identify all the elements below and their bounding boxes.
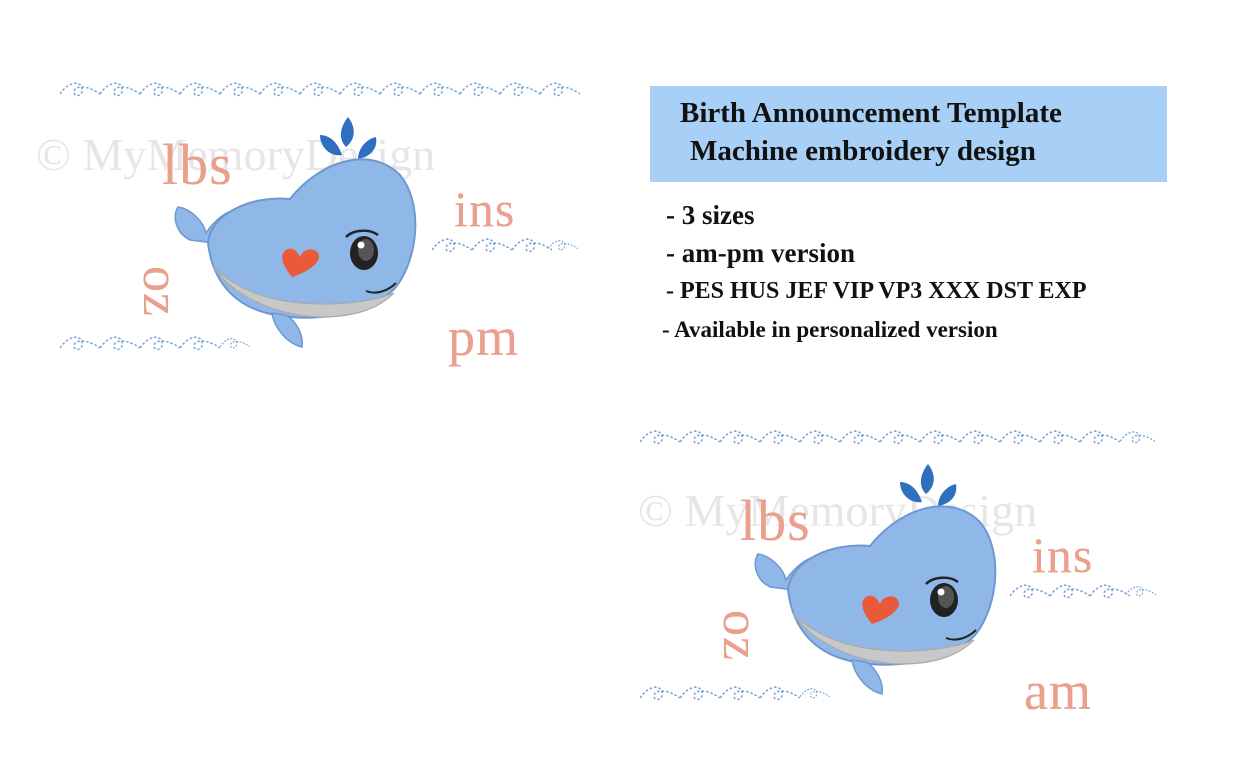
wave-top-border [640,430,1155,445]
feature-item: - PES HUS JEF VIP VP3 XXX DST EXP [666,278,1087,304]
whale-icon [174,117,417,348]
wave-border-graphic [640,430,1156,701]
feature-item: - Available in personalized version [662,317,998,342]
wave-border-graphic [60,82,580,351]
weight-lbs-label: lbs [740,488,811,553]
banner-title: Birth Announcement Template [680,97,1062,129]
length-label: ins [454,181,516,237]
spout-icon [320,117,377,159]
wave-right-border [1010,584,1156,599]
title-banner: Birth Announcement Template Machine embr… [650,86,1167,182]
time-label: pm [448,307,520,367]
wave-bottom-border [60,336,250,351]
feature-item: - 3 sizes [666,200,755,230]
weight-oz-label: oz [132,266,189,318]
whale-icon [754,464,997,695]
embroidery-design-am: © MyMemoryDesign [580,410,1245,740]
spout-icon [900,464,957,506]
weight-lbs-label: lbs [162,132,233,197]
time-label: am [1024,661,1092,721]
wave-bottom-border [640,686,830,701]
feature-item: - am-pm version [666,238,855,268]
weight-oz-label: oz [712,610,769,662]
wave-right-border [432,238,578,253]
embroidery-design-pm: © MyMemoryDesign [0,60,620,380]
heart-icon [282,248,319,277]
length-label: ins [1032,527,1094,583]
wave-top-border [60,82,580,97]
heart-icon [862,595,899,624]
banner-subtitle: Machine embroidery design [690,135,1036,167]
feature-list: - 3 sizes - am-pm version - PES HUS JEF … [662,196,1087,350]
